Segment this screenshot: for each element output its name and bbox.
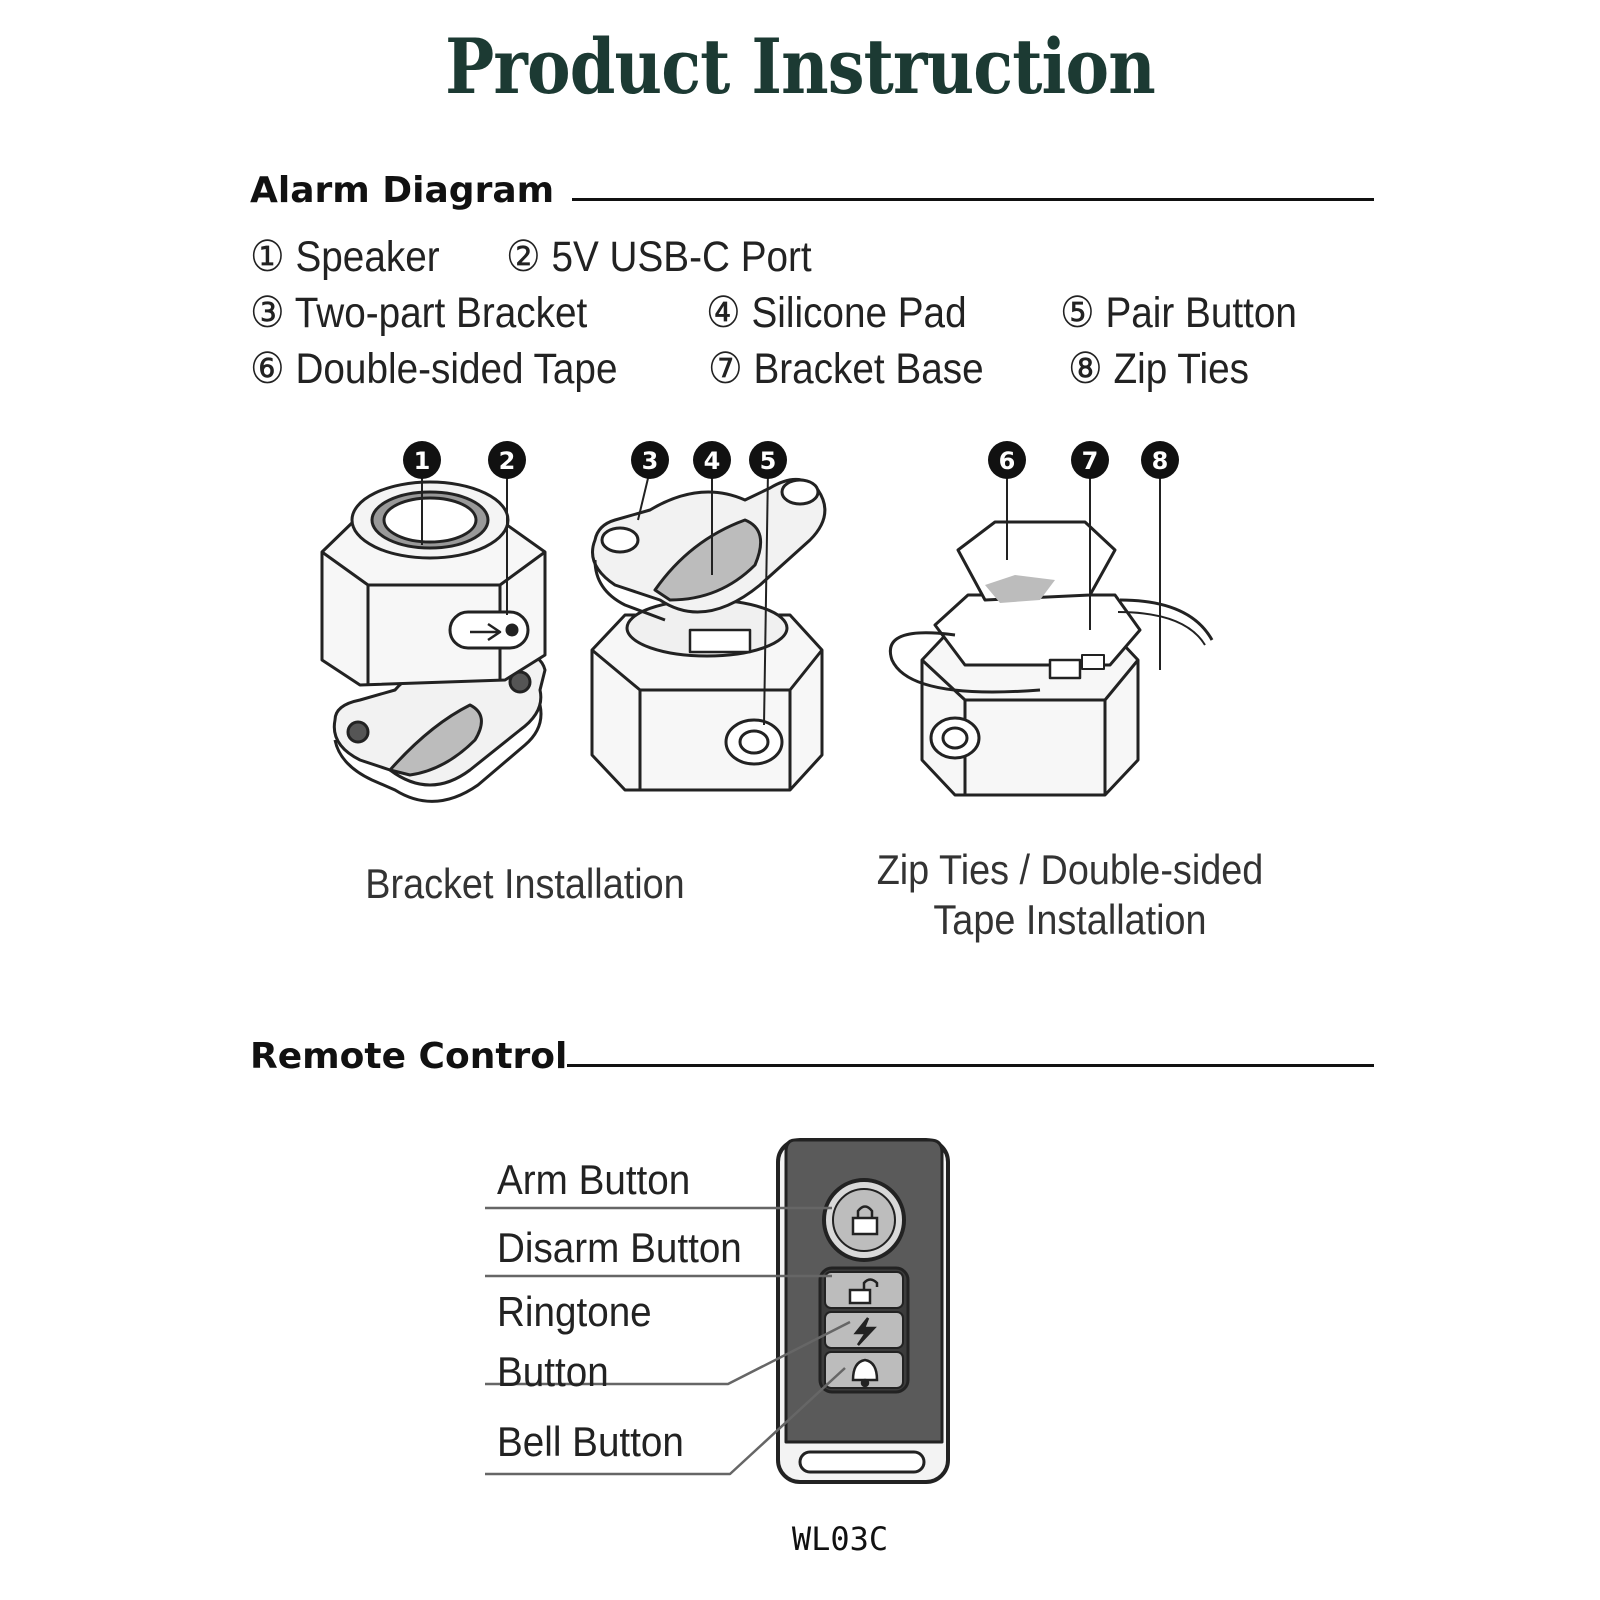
legend-item-zip-ties: ⑧ Zip Ties [1068,345,1249,393]
label-ringtone-button: Ringtone Button [497,1282,652,1402]
part-markers: 1 2 3 4 5 6 7 8 [403,441,1179,479]
caption-zip-tape-installation: Zip Ties / Double-sided Tape Installatio… [863,845,1277,945]
remote-leader-lines [485,1206,851,1476]
remote-icons [848,1205,879,1388]
marker-7-label: 7 [1082,447,1099,475]
marker-1: 1 [403,441,441,479]
alarm-unit-bracket-illustration [590,469,827,792]
alarm-unit-zip-tie-illustration [888,470,1214,797]
lock-icon [851,1205,879,1236]
legend-item-speaker: ① Speaker [250,233,440,281]
label-disarm-button: Disarm Button [497,1224,742,1271]
marker-2: 2 [488,441,526,479]
marker-7: 7 [1071,441,1109,479]
remote-control-heading: Remote Control [250,1036,568,1077]
unlock-icon [848,1278,879,1305]
alarm-unit-speaker-illustration [320,470,547,803]
marker-5: 5 [749,441,787,479]
legend-item-bracket-base: ⑦ Bracket Base [708,345,984,393]
alarm-diagram-heading: Alarm Diagram [250,170,555,211]
marker-3: 3 [631,441,669,479]
legend-item-double-sided-tape: ⑥ Double-sided Tape [250,345,618,393]
legend-item-silicone-pad: ④ Silicone Pad [706,289,967,337]
label-ringtone-line-1: Ringtone [497,1288,652,1335]
marker-8-label: 8 [1152,447,1169,475]
label-bell-button: Bell Button [497,1418,684,1465]
alarm-heading-rule [572,198,1374,201]
marker-5-label: 5 [760,447,777,475]
marker-4-label: 4 [704,447,721,475]
caption-bracket-installation: Bracket Installation [365,860,685,907]
caption-zip-line-2: Tape Installation [933,896,1207,943]
page-title: Product Instruction [445,22,1156,111]
label-ringtone-line-2: Button [497,1348,609,1395]
remote-heading-rule [567,1064,1374,1067]
remote-control-illustration [776,1138,950,1484]
marker-6: 6 [988,441,1026,479]
marker-2-label: 2 [499,447,516,475]
label-arm-button: Arm Button [497,1156,691,1203]
bell-icon [851,1358,879,1388]
marker-3-label: 3 [642,447,659,475]
marker-8: 8 [1141,441,1179,479]
legend-item-two-part-bracket: ③ Two-part Bracket [250,289,588,337]
legend-item-usb-port: ② 5V USB-C Port [506,233,812,281]
remote-model-number: WL03C [791,1520,889,1558]
lightning-icon [853,1317,877,1346]
marker-4: 4 [693,441,731,479]
legend-item-pair-button: ⑤ Pair Button [1060,289,1297,337]
marker-6-label: 6 [999,447,1016,475]
marker-1-label: 1 [414,447,431,475]
caption-zip-line-1: Zip Ties / Double-sided [876,846,1264,893]
